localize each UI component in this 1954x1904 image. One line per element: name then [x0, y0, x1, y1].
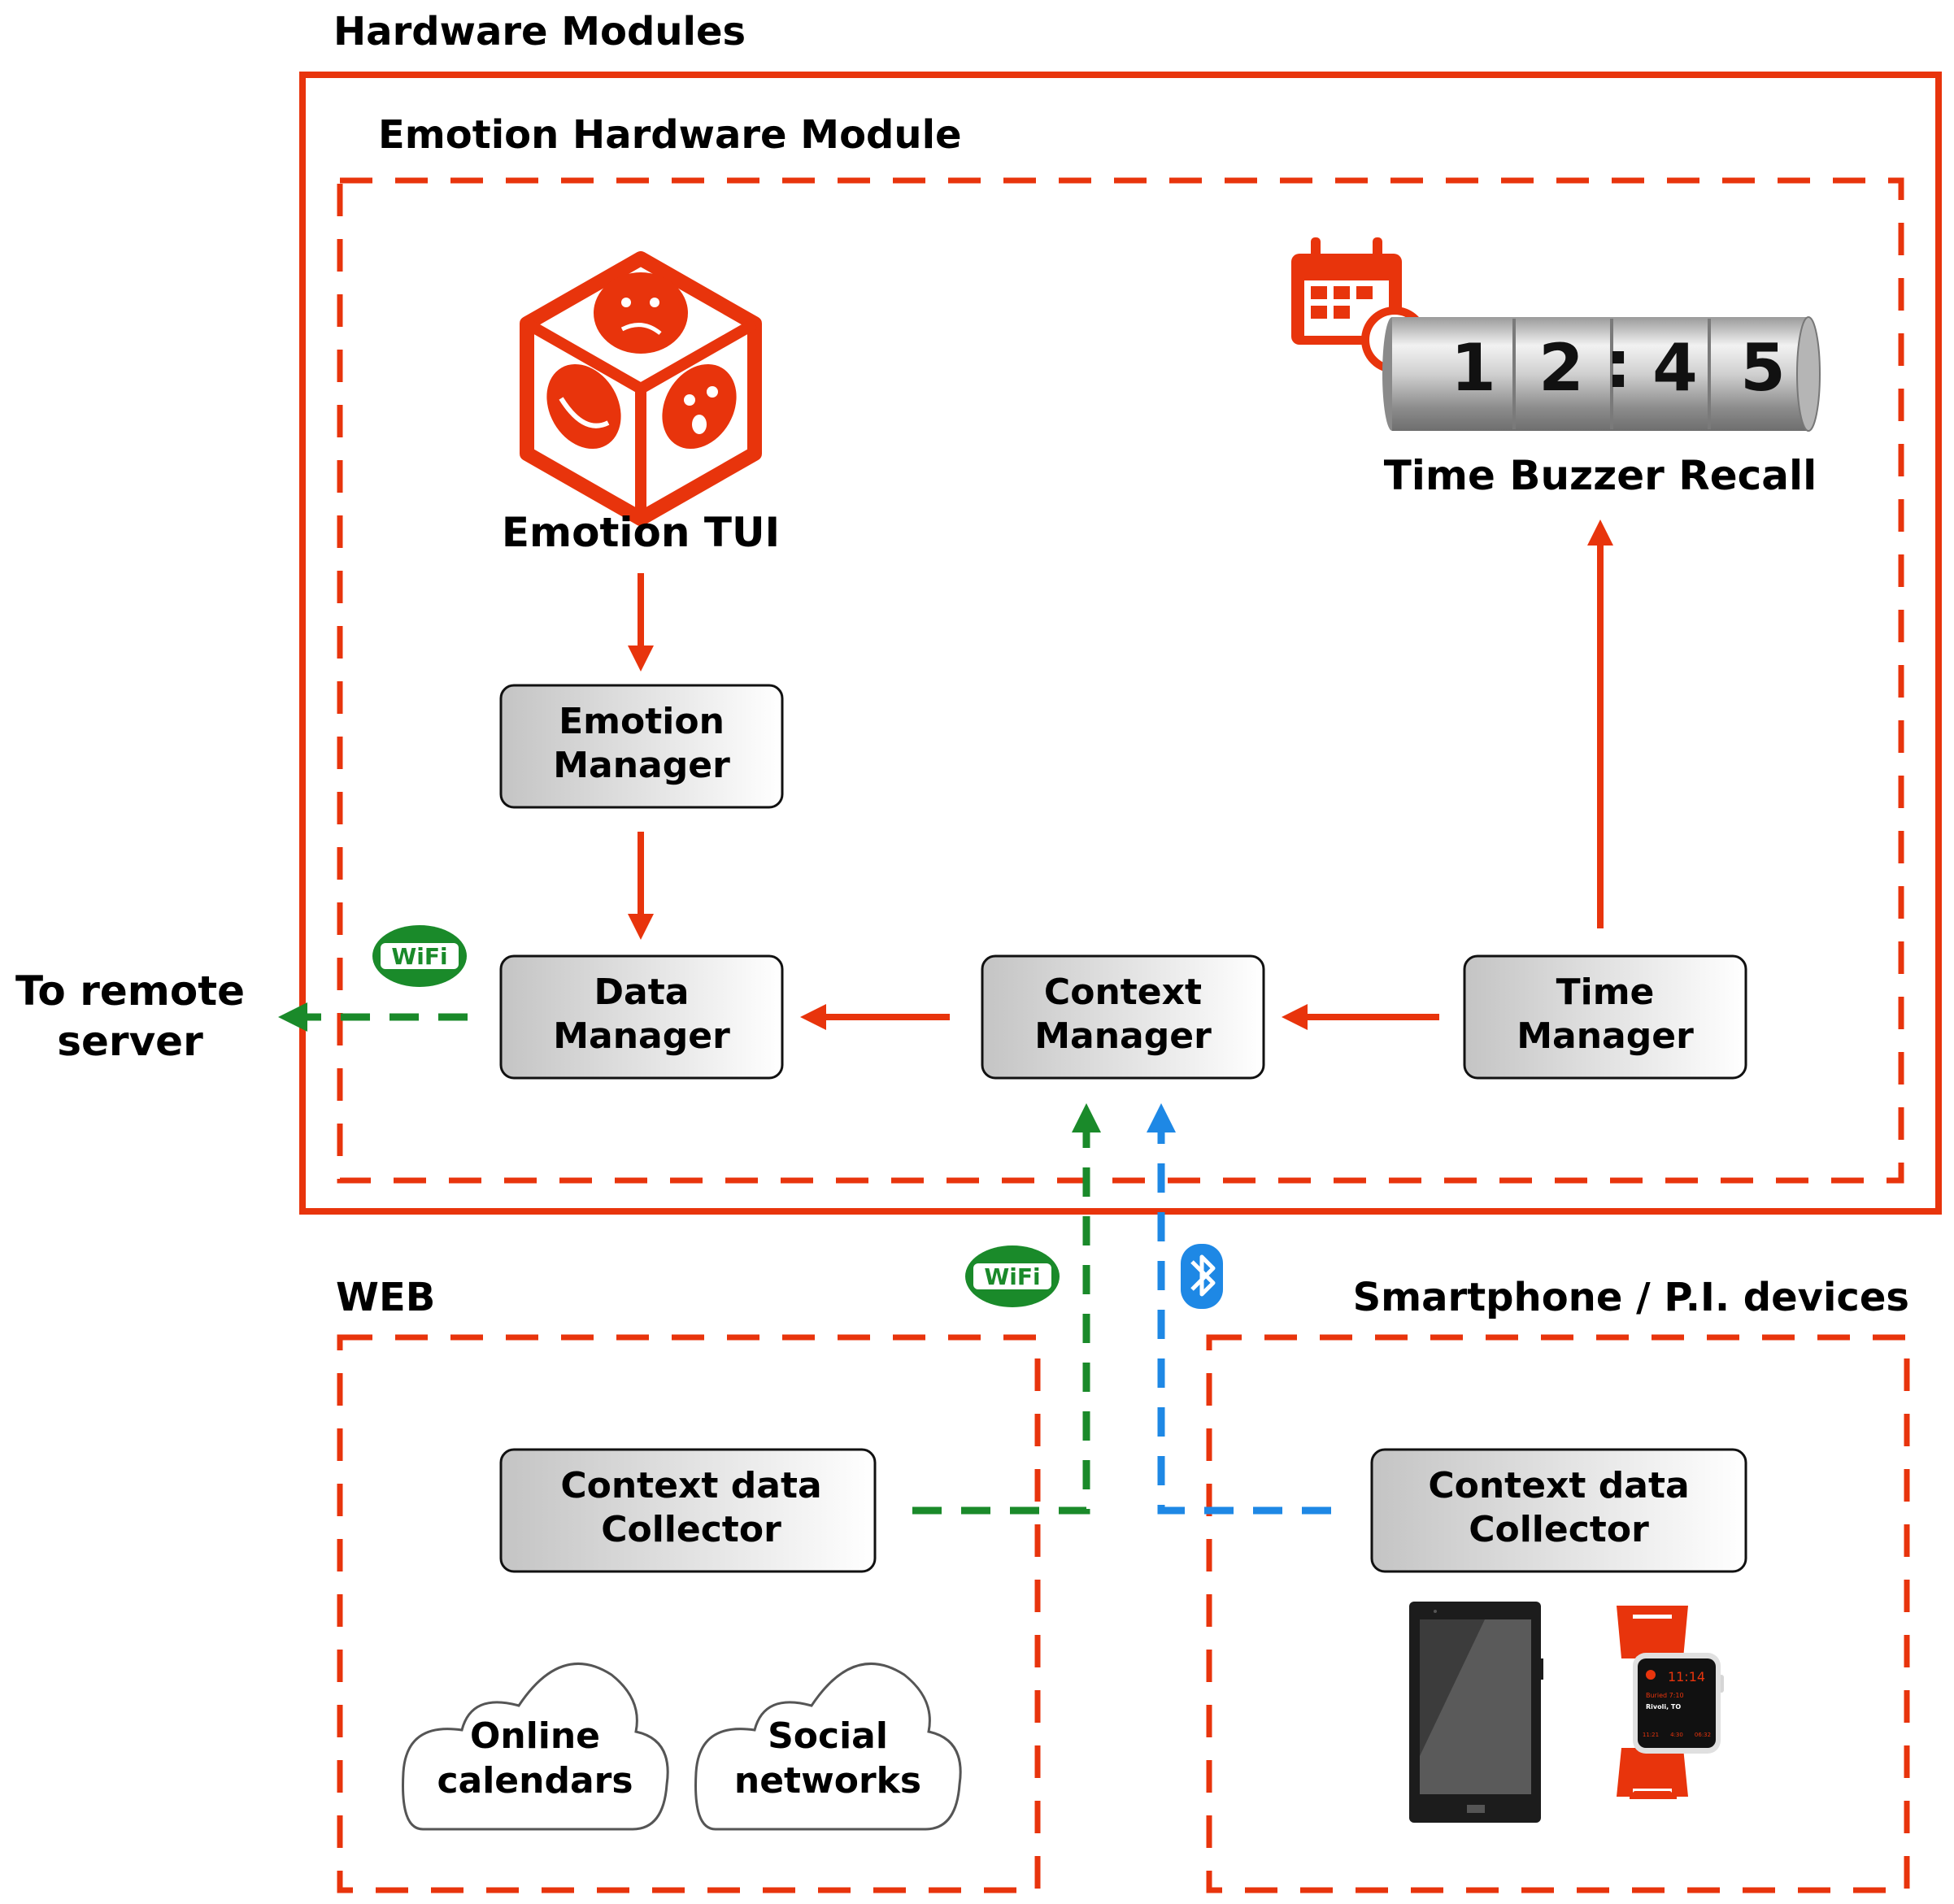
web-collector-line1: Context data [560, 1465, 821, 1506]
buzzer-digit-3: 4 [1652, 330, 1698, 406]
svg-text:WiFi: WiFi [391, 943, 447, 970]
web-context-collector-box: Context data Collector [499, 1448, 877, 1573]
context-manager-line1: Context [1044, 972, 1202, 1013]
arrow-web-collector-to-context [912, 1103, 1101, 1515]
online-calendars-line2: calendars [437, 1760, 633, 1802]
arrow-device-collector-to-context [1147, 1103, 1331, 1515]
data-manager-box: Data Manager [499, 954, 784, 1080]
svg-text:WiFi: WiFi [984, 1263, 1040, 1290]
wifi-icon: WiFi [965, 1245, 1060, 1307]
bluetooth-icon [1181, 1244, 1223, 1309]
emotion-tui-label: Emotion TUI [502, 509, 780, 556]
emotion-manager-line2: Manager [553, 745, 730, 786]
wifi-icon: WiFi [372, 925, 467, 987]
time-manager-line1: Time [1556, 972, 1655, 1013]
buzzer-digit-4: 5 [1740, 330, 1786, 406]
hardware-modules-frame [299, 72, 1942, 1215]
smartwatch-icon [1617, 1606, 1724, 1799]
watch-line1: Buried 7:10 [1646, 1692, 1684, 1699]
to-remote-label-line1: To remote [15, 967, 245, 1015]
time-buzzer-display [1382, 316, 1821, 432]
watch-time: 11:14 [1668, 1669, 1705, 1684]
emotion-cube-icon [520, 251, 762, 526]
data-manager-line1: Data [594, 972, 690, 1013]
data-manager-line2: Manager [553, 1015, 730, 1057]
cloud-icon [694, 1663, 962, 1831]
buzzer-digit-2: 2 [1538, 330, 1584, 406]
to-remote-label-line2: server [57, 1018, 203, 1065]
time-buzzer-recall-label: Time Buzzer Recall [1384, 452, 1817, 499]
web-collector-line2: Collector [601, 1509, 781, 1550]
device-collector-line1: Context data [1428, 1465, 1689, 1506]
emotion-manager-box: Emotion Manager [499, 684, 784, 809]
time-manager-box: Time Manager [1463, 954, 1747, 1080]
smartphone-icon [1409, 1602, 1543, 1823]
web-frame [337, 1334, 1041, 1893]
watch-stat-1: 11:21 [1643, 1732, 1659, 1738]
watch-stat-2: 4:30 [1670, 1732, 1683, 1738]
context-manager-box: Context Manager [981, 954, 1265, 1080]
web-title: WEB [336, 1275, 435, 1320]
emotion-hardware-module-frame [337, 177, 1904, 1184]
emotion-manager-line1: Emotion [559, 701, 725, 742]
social-networks-line1: Social [768, 1715, 888, 1757]
device-collector-line2: Collector [1469, 1509, 1649, 1550]
emotion-hardware-module-title: Emotion Hardware Module [378, 112, 962, 158]
context-manager-line2: Manager [1034, 1015, 1212, 1057]
device-context-collector-box: Context data Collector [1370, 1448, 1747, 1573]
hardware-modules-title: Hardware Modules [333, 9, 746, 54]
buzzer-separator: : [1605, 327, 1631, 402]
smartphone-title: Smartphone / P.I. devices [1353, 1275, 1909, 1320]
watch-line2: Rivoli, TO [1646, 1703, 1681, 1711]
social-networks-line2: networks [734, 1760, 921, 1802]
cloud-icon [402, 1663, 669, 1831]
online-calendars-line1: Online [470, 1715, 600, 1757]
watch-stat-3: 06:32 [1695, 1732, 1711, 1738]
time-manager-line2: Manager [1517, 1015, 1694, 1057]
smartphone-frame [1206, 1334, 1910, 1893]
buzzer-digit-1: 1 [1451, 330, 1496, 406]
